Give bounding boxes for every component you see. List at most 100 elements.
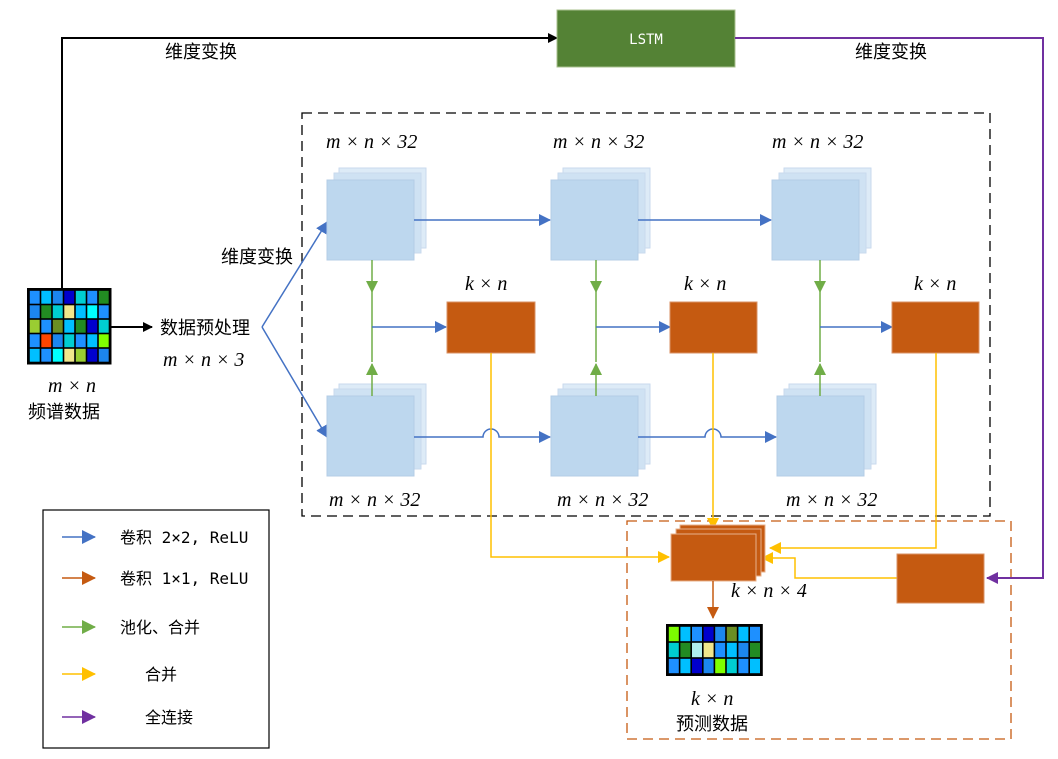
output-grid-cell	[680, 642, 691, 658]
encoder-dashed-frame	[301, 112, 991, 517]
conv1x1-box-3	[891, 301, 980, 354]
input-caption: 频谱数据	[28, 402, 100, 423]
top-dim-label-2: m × n × 32	[553, 131, 644, 153]
feature-map-bottom-2	[550, 383, 651, 477]
output-grid-cell	[750, 626, 760, 642]
input-grid-cell	[87, 319, 98, 333]
lstm-label: LSTM	[629, 32, 663, 48]
input-grid-cell	[87, 290, 98, 304]
input-grid-cell	[75, 319, 86, 333]
output-grid-cell	[715, 658, 726, 674]
output-grid-cell	[668, 626, 679, 642]
output-prediction-grid	[666, 624, 763, 676]
bottom-arrow-1	[414, 428, 551, 443]
input-grid-cell	[64, 290, 75, 304]
input-grid-cell	[52, 305, 63, 319]
input-grid-cell	[52, 334, 63, 348]
merged-dim-label: k × n × 4	[731, 580, 807, 602]
legend-label-yellow: 合并	[145, 665, 177, 684]
lstm-output-box	[896, 553, 985, 604]
output-grid-cell	[703, 642, 714, 658]
input-grid-cell	[52, 290, 63, 304]
input-grid-cell	[52, 319, 63, 333]
input-dim-label: m × n × 3	[163, 349, 244, 371]
output-grid-cell	[750, 658, 760, 674]
top-dim-label-3: m × n × 32	[772, 131, 863, 153]
output-grid-cell	[726, 642, 737, 658]
feature-map-top-2	[550, 167, 651, 261]
reshape-label-top-left: 维度变换	[165, 42, 237, 63]
input-grid-cell	[64, 348, 75, 362]
branch-arrow-bottom	[261, 326, 328, 438]
output-grid-cell	[668, 642, 679, 658]
mid-dim-label-1: k × n	[465, 273, 507, 295]
reshape-label-top-right: 维度变换	[855, 42, 927, 63]
output-grid-cell	[680, 658, 691, 674]
input-spectrum-grid	[27, 288, 112, 365]
legend-label-green: 池化、合并	[120, 618, 200, 637]
bottom-dim-label-2: m × n × 32	[557, 489, 648, 511]
input-grid-cell	[98, 305, 109, 319]
bottom-dim-label-3: m × n × 32	[786, 489, 877, 511]
input-size-label: m × n	[48, 375, 96, 397]
feature-map-bottom-1	[326, 383, 427, 477]
input-grid-cell	[64, 334, 75, 348]
input-grid-cell	[29, 334, 40, 348]
output-grid-cell	[692, 642, 702, 658]
input-grid-cell	[87, 348, 98, 362]
input-grid-cell	[75, 334, 86, 348]
feature-map-top-1	[326, 167, 427, 261]
bottom-dim-label-1: m × n × 32	[329, 489, 420, 511]
output-grid-cell	[715, 626, 726, 642]
feature-map-top-3	[771, 167, 872, 261]
input-grid-cell	[41, 305, 52, 319]
feature-map-bottom-3	[776, 383, 877, 477]
output-grid-cell	[668, 658, 679, 674]
output-grid-cell	[738, 658, 749, 674]
input-grid-cell	[29, 348, 40, 362]
reshape-label-mid: 维度变换	[221, 247, 293, 268]
input-grid-cell	[64, 319, 75, 333]
output-grid-cell	[715, 642, 726, 658]
output-grid-cell	[750, 642, 760, 658]
input-grid-cell	[29, 290, 40, 304]
input-grid-cell	[41, 334, 52, 348]
output-grid-cell	[738, 626, 749, 642]
legend-box	[42, 509, 270, 749]
input-to-lstm-line	[61, 33, 558, 292]
branch-arrow-top	[261, 221, 328, 328]
input-grid-cell	[75, 305, 86, 319]
input-grid-cell	[64, 305, 75, 319]
input-grid-cell	[98, 290, 109, 304]
output-grid-cell	[738, 642, 749, 658]
input-grid-cell	[98, 348, 109, 362]
input-grid-cell	[29, 319, 40, 333]
bottom-arrow-2	[638, 428, 777, 443]
input-grid-cell	[29, 305, 40, 319]
conv1x1-box-1	[446, 301, 536, 354]
input-grid-cell	[87, 305, 98, 319]
output-grid-cell	[692, 658, 702, 674]
merged-stack	[670, 524, 766, 582]
yellow-line-4	[761, 552, 897, 579]
input-grid-cell	[75, 348, 86, 362]
output-grid-cell	[692, 626, 702, 642]
input-grid-cell	[41, 348, 52, 362]
legend-label-blue: 卷积 2×2, ReLU	[120, 528, 248, 547]
yellow-line-3	[769, 353, 937, 554]
legend-label-orange: 卷积 1×1, ReLU	[120, 569, 248, 588]
legend-label-purple: 全连接	[145, 708, 193, 727]
output-grid-cell	[726, 658, 737, 674]
preprocess-label: 数据预处理	[160, 318, 250, 339]
input-grid-cell	[52, 348, 63, 362]
output-grid-cell	[703, 626, 714, 642]
top-dim-label-1: m × n × 32	[326, 131, 417, 153]
mid-dim-label-2: k × n	[684, 273, 726, 295]
input-grid-cell	[75, 290, 86, 304]
output-size-label: k × n	[691, 688, 733, 710]
mid-dim-label-3: k × n	[914, 273, 956, 295]
lstm-fc-line	[735, 37, 1044, 584]
input-grid-cell	[98, 319, 109, 333]
